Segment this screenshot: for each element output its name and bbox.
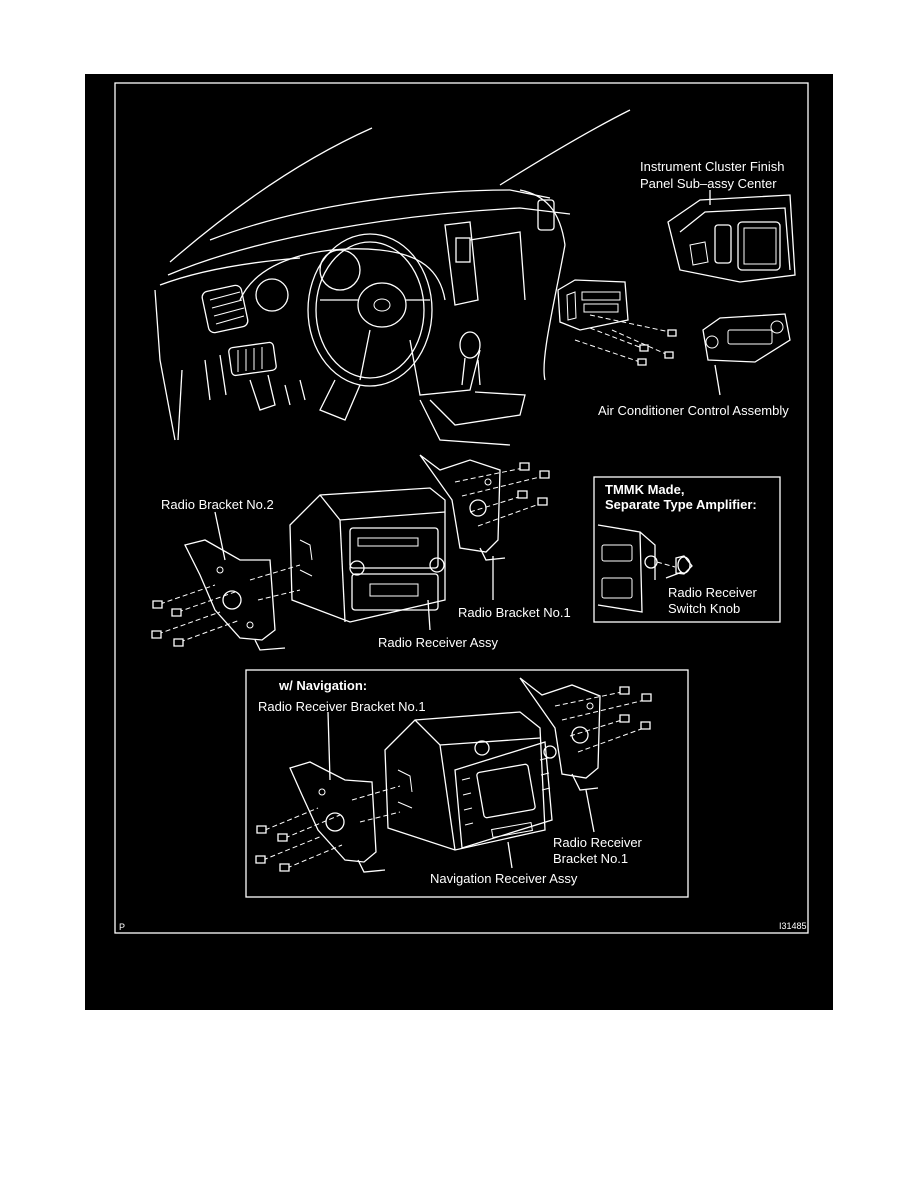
ac-control-assembly-part [702,313,791,363]
tmmk-inset-illustration [597,524,693,613]
leader-lines [214,190,721,869]
label-radio-bracket-1: Radio Bracket No.1 [458,605,571,620]
label-instrument-cluster-line1: Instrument Cluster Finish [640,159,785,174]
label-w-navigation: w/ Navigation: [278,678,367,693]
navigation-exploded-view [255,677,652,873]
label-radio-receiver-bracket-1: Radio Receiver Bracket No.1 [258,699,426,714]
label-radio-receiver-bracket-r-line2: Bracket No.1 [553,851,628,866]
radio-receiver-exploded-view [151,454,550,651]
label-tmmk-line1: TMMK Made, [605,482,684,497]
label-air-conditioner: Air Conditioner Control Assembly [598,403,789,418]
center-audio-unit [557,279,629,331]
diagram-frame [114,82,809,934]
corner-letter-p: P [119,922,125,932]
tmmk-inset-frame [593,476,781,623]
label-radio-receiver-assy: Radio Receiver Assy [378,635,498,650]
navigation-inset-frame [245,669,689,898]
label-navigation-receiver-assy: Navigation Receiver Assy [430,871,578,886]
label-switch-knob-line2: Switch Knob [668,601,740,616]
figure-code: I31485 [779,921,807,931]
label-switch-knob-line1: Radio Receiver [668,585,758,600]
dashboard-illustration [154,109,631,446]
label-radio-receiver-bracket-r-line1: Radio Receiver [553,835,643,850]
upper-screws [574,314,677,366]
label-tmmk-line2: Separate Type Amplifier: [605,497,757,512]
instrument-cluster-finish-panel [667,194,796,283]
label-instrument-cluster-line2: Panel Sub–assy Center [640,176,777,191]
label-radio-bracket-2: Radio Bracket No.2 [161,497,274,512]
